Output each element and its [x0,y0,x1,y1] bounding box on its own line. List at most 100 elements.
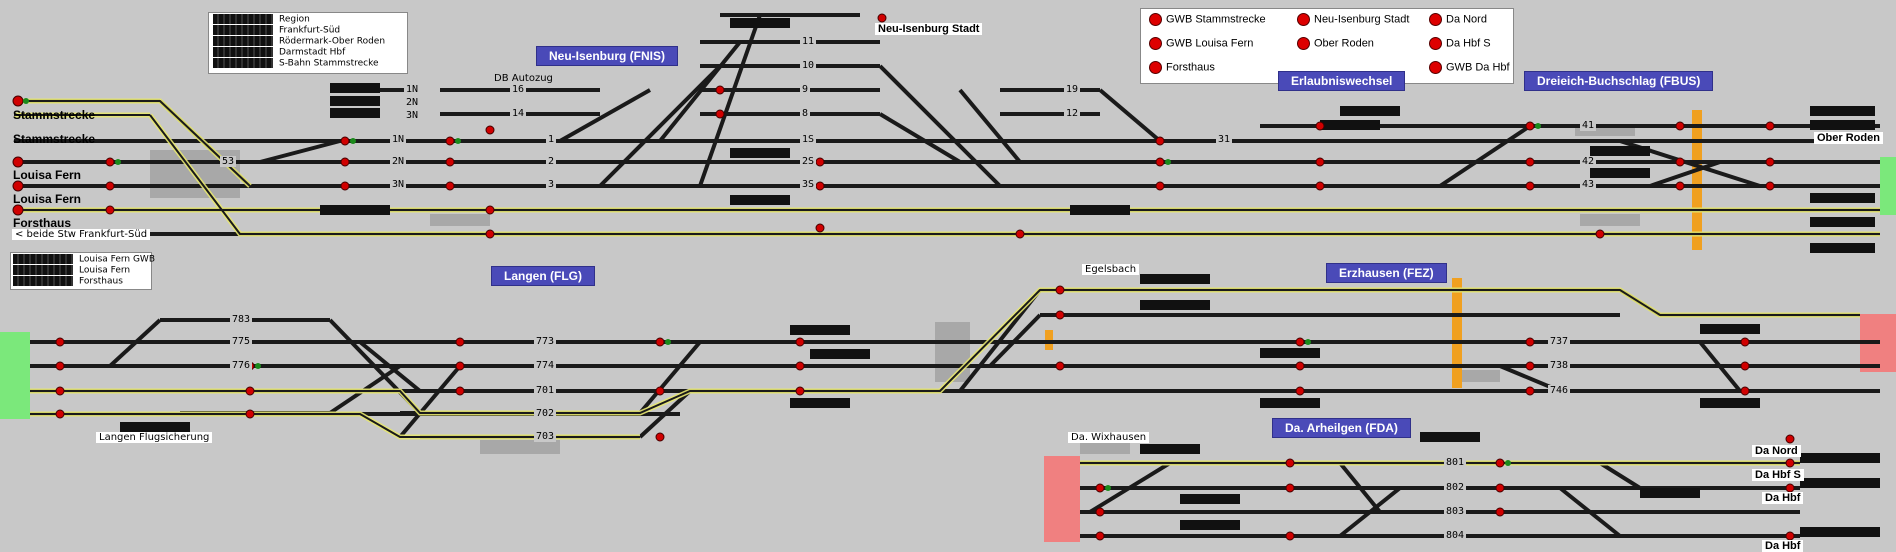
track-3S[interactable]: 3S [800,179,817,190]
track-775[interactable]: 775 [230,336,253,347]
legend-gwb-da-hbf[interactable]: GWB Da Hbf [1429,61,1510,74]
track-12[interactable]: 12 [1064,108,1081,119]
track-776[interactable]: 776 [230,360,253,371]
label-langen-flug: Langen Flugsicherung [96,432,213,443]
track-737[interactable]: 737 [1548,336,1571,347]
legend-row-louisa: Louisa Fern [13,265,130,276]
legend-swatch [213,36,273,46]
legend-left: Louisa Fern GWB Louisa Fern Forsthaus [10,252,155,290]
boundary-green-left [0,332,30,419]
track-1S[interactable]: 1S [800,134,817,145]
track-701[interactable]: 701 [534,385,557,396]
track-703[interactable]: 703 [534,431,557,442]
signal-icon [1149,37,1162,50]
legend-swatch [13,276,73,286]
signal-icon [1149,13,1162,26]
track-41[interactable]: 41 [1580,120,1597,131]
label-neu-isenburg-stadt: Neu-Isenburg Stadt [875,23,983,35]
end-louisa-fern-1[interactable]: Louisa Fern [13,168,82,182]
legend-swatch [213,47,273,57]
end-ober-roden[interactable]: Ober Roden [1814,132,1883,144]
legend-swatch [213,25,273,35]
end-louisa-fern-2[interactable]: Louisa Fern [13,192,82,206]
legend-gwb-stammstrecke[interactable]: GWB Stammstrecke [1149,13,1266,26]
track-783[interactable]: 783 [230,314,253,325]
track-14[interactable]: 14 [510,108,527,119]
track-43[interactable]: 43 [1580,179,1597,190]
track-3N-main[interactable]: 3N [390,179,407,190]
legend-row-region: Region [213,14,310,25]
label-db-autozug: DB Autozug [494,73,553,84]
track-802[interactable]: 802 [1444,482,1467,493]
legend-swatch [213,58,273,68]
legend-ober-roden[interactable]: Ober Roden [1297,37,1374,50]
track-774[interactable]: 774 [534,360,557,371]
signals [12,13,1795,541]
track-1N[interactable]: 1N [404,84,421,95]
legend-row-roedermark: Rödermark-Ober Roden [213,36,385,47]
track-3[interactable]: 3 [546,179,557,190]
track-773[interactable]: 773 [534,336,557,347]
end-stammstrecke-1[interactable]: Stammstrecke [13,108,96,122]
legend-forsthaus[interactable]: Forsthaus [1149,61,1215,74]
legend-row-louisa-gwb: Louisa Fern GWB [13,254,155,265]
legend-swatch [213,14,273,24]
boundary-green-top [1880,157,1896,215]
track-8[interactable]: 8 [800,108,811,119]
track-702[interactable]: 702 [534,408,557,419]
station-erzhausen[interactable]: Erzhausen (FEZ) [1326,263,1447,283]
signal-icon [1297,13,1310,26]
track-2N[interactable]: 2N [404,97,421,108]
signal-icon [1429,37,1442,50]
legend-top: Region Frankfurt-Süd Rödermark-Ober Rode… [208,12,408,74]
track-9[interactable]: 9 [800,84,811,95]
track-3N[interactable]: 3N [404,110,421,121]
station-langen[interactable]: Langen (FLG) [491,266,595,286]
label-beide-stw: < beide Stw Frankfurt-Süd [12,229,151,240]
signal-icon [1297,37,1310,50]
legend-gwb-louisa-fern[interactable]: GWB Louisa Fern [1149,37,1253,50]
label-egelsbach: Egelsbach [1082,264,1140,275]
station-arheilgen[interactable]: Da. Arheilgen (FDA) [1272,418,1411,438]
track-53[interactable]: 53 [220,156,237,167]
end-da-hbf-1[interactable]: Da Hbf [1762,492,1804,504]
end-da-hbf-2[interactable]: Da Hbf [1762,540,1804,552]
end-forsthaus[interactable]: Forsthaus [13,216,72,230]
legend-da-hbf-s[interactable]: Da Hbf S [1429,37,1491,50]
track-804[interactable]: 804 [1444,530,1467,541]
legend-swatch [13,265,73,275]
track-31[interactable]: 31 [1216,134,1233,145]
legend-da-nord[interactable]: Da Nord [1429,13,1487,26]
signal-panels [120,18,1880,537]
track-746[interactable]: 746 [1548,385,1571,396]
track-19[interactable]: 19 [1064,84,1081,95]
end-da-hbf-s[interactable]: Da Hbf S [1752,469,1804,481]
track-2N-main[interactable]: 2N [390,156,407,167]
station-neu-isenburg[interactable]: Neu-Isenburg (FNIS) [536,46,678,66]
track-2S[interactable]: 2S [800,156,817,167]
legend-neu-isenburg-stadt[interactable]: Neu-Isenburg Stadt [1297,13,1409,26]
end-stammstrecke-2[interactable]: Stammstrecke [13,132,96,146]
legend-row-frankfurt-sued: Frankfurt-Süd [213,25,340,36]
end-da-nord[interactable]: Da Nord [1752,445,1801,457]
track-42[interactable]: 42 [1580,156,1597,167]
track-16[interactable]: 16 [510,84,527,95]
track-738[interactable]: 738 [1548,360,1571,371]
track-10[interactable]: 10 [800,60,817,71]
track-1N-main[interactable]: 1N [390,134,407,145]
track-2[interactable]: 2 [546,156,557,167]
boundary-red-bottom [1044,456,1080,542]
track-801[interactable]: 801 [1444,457,1467,468]
legend-row-sbahn: S-Bahn Stammstrecke [213,58,379,69]
track-803[interactable]: 803 [1444,506,1467,517]
track-11[interactable]: 11 [800,36,817,47]
station-erlaubniswechsel[interactable]: Erlaubniswechsel [1278,71,1406,91]
station-dreieich[interactable]: Dreieich-Buchschlag (FBUS) [1524,71,1714,91]
track-1[interactable]: 1 [546,134,557,145]
legend-swatch [13,254,73,264]
signal-icon [1149,61,1162,74]
label-da-wixhausen: Da. Wixhausen [1068,432,1150,443]
signal-icon [1429,61,1442,74]
signals-green [23,98,1541,491]
